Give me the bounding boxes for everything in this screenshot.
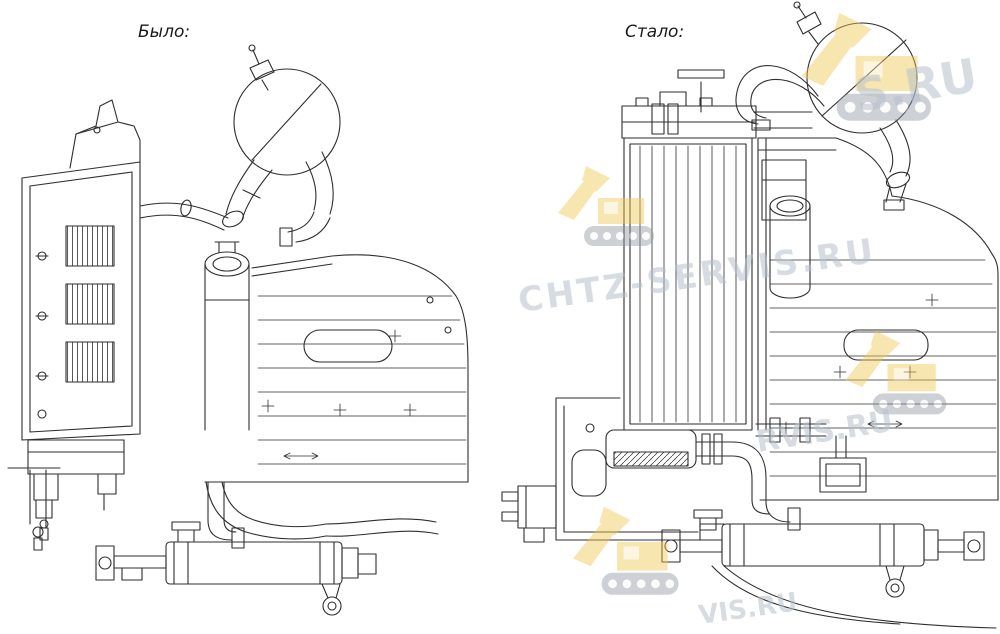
before-left-bottom-bracket — [7, 467, 61, 551]
before-elbow-pipe — [207, 481, 245, 549]
before-filter-tank — [204, 241, 250, 431]
after-t-handle — [677, 69, 725, 113]
before-top-hose — [139, 199, 229, 231]
after-frame — [501, 397, 725, 543]
after-drawing — [501, 1, 999, 629]
before-air-cleaner — [222, 44, 341, 247]
before-hydraulic-cylinder — [95, 521, 377, 616]
after-radiator — [605, 91, 757, 469]
after-top-pipe — [651, 103, 813, 135]
before-engine-block — [204, 254, 469, 483]
after-hull-bottom — [711, 565, 997, 629]
before-lower-hoses — [205, 481, 439, 540]
before-radiator — [21, 161, 141, 541]
before-label: Было: — [138, 22, 191, 42]
before-top-bracket — [69, 99, 141, 169]
after-label: Стало: — [625, 22, 685, 42]
after-hydraulic-cylinder — [661, 509, 985, 598]
after-engine-block — [757, 137, 999, 501]
after-air-cleaner — [735, 1, 918, 211]
before-drawing — [7, 44, 469, 616]
after-piping — [695, 417, 867, 531]
